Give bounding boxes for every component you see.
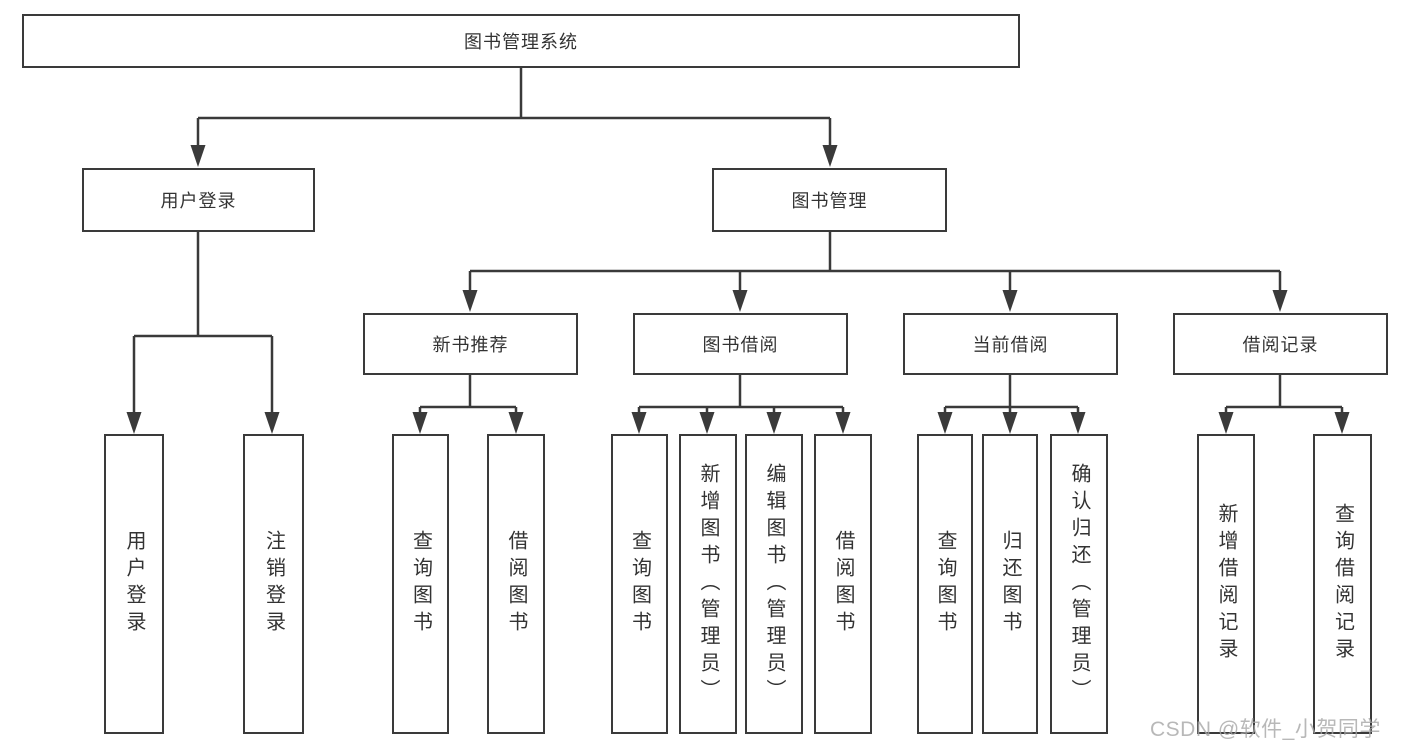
arrow-down-icon bbox=[631, 412, 647, 434]
leaf-logout: 注销登录 bbox=[243, 434, 304, 734]
node-label: 当前借阅 bbox=[972, 335, 1049, 355]
node-book-management: 图书管理 bbox=[712, 168, 947, 232]
arrow-down-icon bbox=[508, 412, 524, 434]
node-book-borrowing: 图书借阅 bbox=[633, 313, 848, 375]
arrow-down-icon bbox=[462, 290, 478, 312]
leaf-query-books-borrowing: 查询图书 bbox=[611, 434, 668, 734]
leaf-user-login: 用户登录 bbox=[104, 434, 164, 734]
node-label: 图书管理 bbox=[791, 191, 868, 211]
node-label: 新书推荐 bbox=[432, 335, 509, 355]
leaf-label: 查询图书 bbox=[934, 530, 956, 638]
connector-bookborrow-to-leaves bbox=[637, 375, 845, 416]
connector-bookmgmt-to-level2 bbox=[468, 232, 1282, 294]
leaf-label: 确认归还（管理员） bbox=[1068, 462, 1090, 706]
node-label: 用户登录 bbox=[160, 191, 237, 211]
node-label: 图书管理系统 bbox=[464, 32, 578, 52]
leaf-label: 归还图书 bbox=[999, 530, 1021, 638]
leaf-label: 查询图书 bbox=[409, 530, 432, 638]
leaf-label: 用户登录 bbox=[123, 530, 145, 638]
arrow-down-icon bbox=[1002, 412, 1018, 434]
arrow-down-icon bbox=[1218, 412, 1234, 434]
arrow-down-icon bbox=[126, 412, 142, 434]
arrow-down-icon bbox=[937, 412, 953, 434]
leaf-label: 编辑图书（管理员） bbox=[763, 462, 785, 706]
connector-newbookrec-to-leaves bbox=[418, 375, 518, 416]
arrow-down-icon bbox=[699, 412, 715, 434]
arrow-down-icon bbox=[1272, 290, 1288, 312]
leaf-borrow-books-borrowing: 借阅图书 bbox=[814, 434, 872, 734]
leaf-label: 查询图书 bbox=[628, 530, 651, 638]
arrow-down-icon bbox=[1070, 412, 1086, 434]
arrow-down-icon bbox=[766, 412, 782, 434]
node-current-borrowing: 当前借阅 bbox=[903, 313, 1118, 375]
node-label: 图书借阅 bbox=[702, 335, 779, 355]
leaf-edit-book-admin: 编辑图书（管理员） bbox=[745, 434, 803, 734]
connector-currentborrow-to-leaves bbox=[943, 375, 1080, 416]
node-borrowing-records: 借阅记录 bbox=[1173, 313, 1388, 375]
csdn-watermark: CSDN @软件_小贺同学 bbox=[1150, 718, 1381, 741]
arrow-down-icon bbox=[732, 290, 748, 312]
leaf-label: 新增借阅记录 bbox=[1215, 503, 1237, 665]
node-root: 图书管理系统 bbox=[22, 14, 1020, 68]
leaf-label: 新增图书（管理员） bbox=[697, 462, 719, 706]
leaf-query-borrow-record: 查询借阅记录 bbox=[1313, 434, 1372, 734]
leaf-confirm-return-admin: 确认归还（管理员） bbox=[1050, 434, 1108, 734]
node-user-login: 用户登录 bbox=[82, 168, 315, 232]
leaf-add-borrow-record: 新增借阅记录 bbox=[1197, 434, 1255, 734]
arrow-down-icon bbox=[1002, 290, 1018, 312]
arrowheads bbox=[126, 145, 1350, 434]
arrow-down-icon bbox=[822, 145, 838, 167]
arrow-down-icon bbox=[264, 412, 280, 434]
connector-userlogin-to-leaves bbox=[132, 232, 274, 416]
connector-borrowrecords-to-leaves bbox=[1224, 375, 1344, 416]
leaf-query-books-current: 查询图书 bbox=[917, 434, 973, 734]
leaf-borrow-books-recommend: 借阅图书 bbox=[487, 434, 545, 734]
leaf-label: 注销登录 bbox=[262, 530, 285, 638]
arrow-down-icon bbox=[1334, 412, 1350, 434]
connector-root-to-level1 bbox=[196, 68, 832, 150]
node-label: 借阅记录 bbox=[1242, 335, 1319, 355]
node-new-book-recommend: 新书推荐 bbox=[363, 313, 578, 375]
arrow-down-icon bbox=[412, 412, 428, 434]
leaf-return-books: 归还图书 bbox=[982, 434, 1038, 734]
leaf-label: 借阅图书 bbox=[832, 530, 854, 638]
arrow-down-icon bbox=[190, 145, 206, 167]
arrow-down-icon bbox=[835, 412, 851, 434]
leaf-label: 查询借阅记录 bbox=[1331, 503, 1354, 665]
leaf-label: 借阅图书 bbox=[505, 530, 527, 638]
leaf-query-books-recommend: 查询图书 bbox=[392, 434, 449, 734]
leaf-add-book-admin: 新增图书（管理员） bbox=[679, 434, 737, 734]
